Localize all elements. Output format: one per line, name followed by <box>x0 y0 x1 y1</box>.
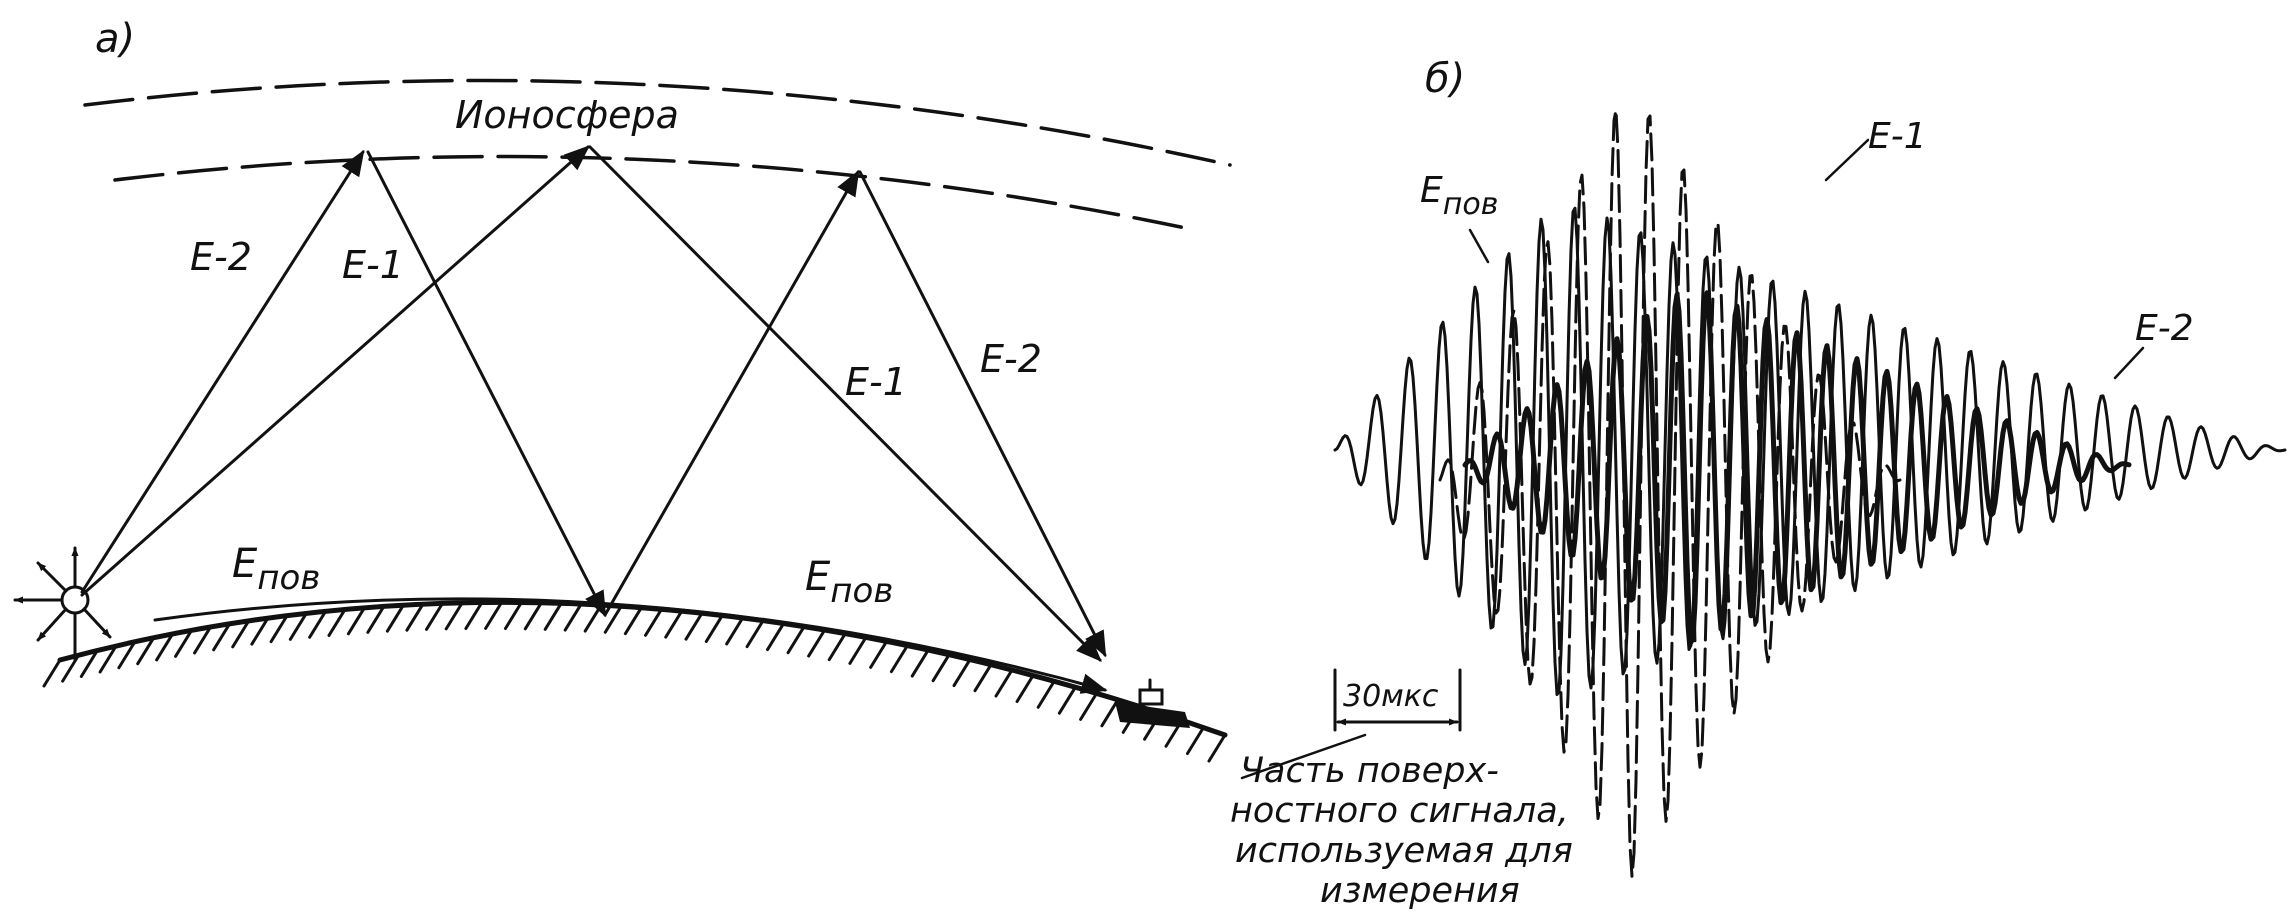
panel-a: а) Ионосфера <box>13 16 1232 763</box>
caption-line-2: ностного сигнала, <box>1230 791 1569 831</box>
panel-b: б) Eпов E-1 E-2 30мкс Часть поверх- ност… <box>1230 56 2287 911</box>
panel-b-label: б) <box>1425 56 1465 102</box>
caption-line-1: Часть поверх- <box>1240 751 1499 791</box>
ray-e1-down <box>588 145 1102 662</box>
waveform-label-e1: E-1 <box>1868 116 1927 157</box>
ionosphere-lower-boundary <box>113 154 1197 232</box>
receiver <box>1115 678 1190 728</box>
earth-surface <box>57 599 1228 738</box>
caption-line-4: измерения <box>1320 871 1520 911</box>
ray-e2-up-2 <box>603 169 860 617</box>
surface-wave-label-left: Eпов <box>232 541 320 598</box>
time-scale-label: 30мкс <box>1343 679 1439 714</box>
caption: Часть поверх- ностного сигнала, использу… <box>1230 751 1573 911</box>
e2-sky-wave-signal <box>1333 206 2287 696</box>
sky-wave-rays <box>80 145 1107 662</box>
ray-e1-up <box>80 145 590 597</box>
transmitter <box>13 546 112 662</box>
ray-label-e2-right: E-2 <box>980 337 1042 381</box>
waveform-label-e2: E-2 <box>2135 308 2194 349</box>
ray-e2-down-2 <box>858 170 1107 658</box>
ray-e2-down-1 <box>366 150 607 618</box>
ray-e2-up <box>80 149 365 594</box>
ionosphere-label: Ионосфера <box>455 93 679 137</box>
ground-hatching <box>42 600 1227 763</box>
waveform-label-surface: Eпов <box>1420 170 1498 222</box>
caption-line-3: используемая для <box>1235 831 1573 871</box>
receiver-icon <box>1115 702 1190 728</box>
panel-a-label: а) <box>95 16 135 62</box>
surface-wave-label-right: Eпов <box>805 554 893 611</box>
ray-label-e1-right: E-1 <box>845 360 907 404</box>
time-scale-bracket: 30мкс <box>1333 668 1462 732</box>
ray-label-e1-left: E-1 <box>342 243 404 287</box>
ray-label-e2-left: E-2 <box>190 235 252 279</box>
surface-wave-signal <box>1462 290 2132 645</box>
caption-leader-line <box>1240 733 1367 780</box>
ionosphere-upper-boundary <box>83 78 1232 167</box>
received-signal-waveforms <box>1333 108 2287 878</box>
surface-wave-arrow <box>153 597 1108 694</box>
